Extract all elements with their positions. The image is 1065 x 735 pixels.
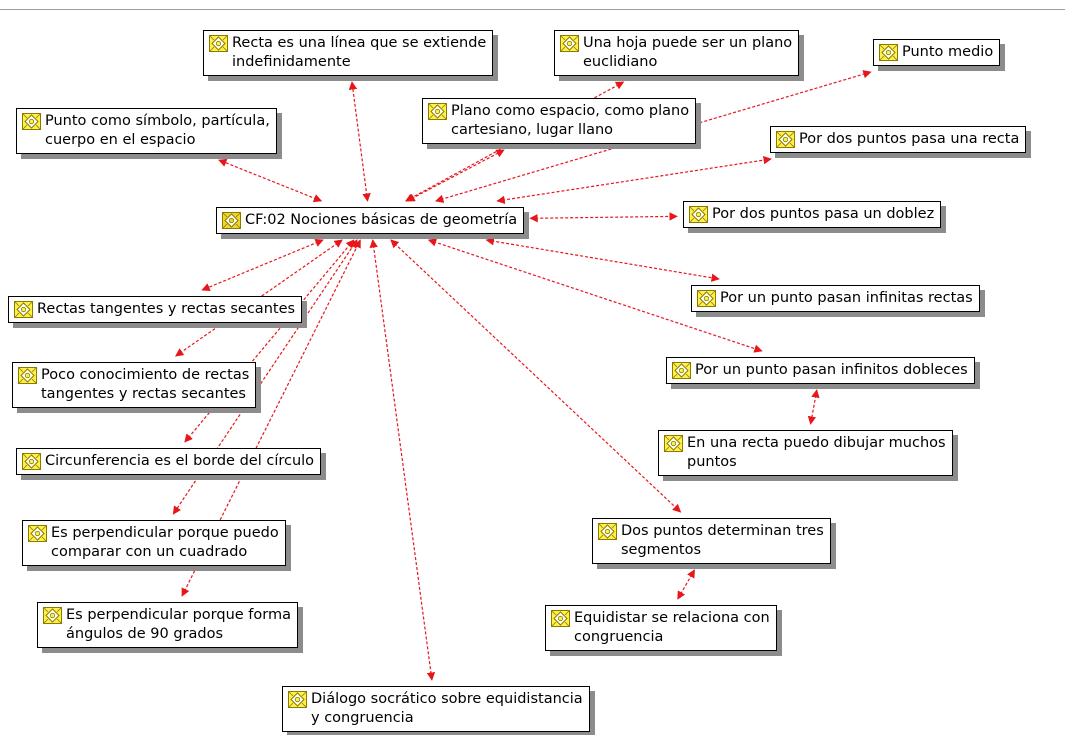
node-label: Recta es una línea que se extiende indef… bbox=[232, 35, 487, 70]
node-label: Rectas tangentes y rectas secantes bbox=[37, 301, 296, 317]
node-label: Una hoja puede ser un plano euclidiano bbox=[583, 35, 793, 70]
node-un-punto-rectas[interactable]: Por un punto pasan infinitas rectas bbox=[691, 285, 980, 312]
node-poco-conocimiento[interactable]: Poco conocimiento de rectas tangentes y … bbox=[12, 362, 257, 408]
center-node[interactable]: CF:02 Nociones básicas de geometría bbox=[216, 207, 525, 234]
link-un-punto-dobleces-recta-puntos bbox=[807, 389, 820, 425]
node-equidistar[interactable]: Equidistar se relaciona con congruencia bbox=[545, 605, 777, 651]
node-label: Por dos puntos pasa una recta bbox=[799, 131, 1020, 147]
code-icon bbox=[560, 35, 579, 52]
code-icon bbox=[288, 691, 307, 708]
node-label: Por dos puntos pasa un doblez bbox=[712, 206, 935, 222]
node-perp-cuadrado[interactable]: Es perpendicular porque puedo comparar c… bbox=[22, 520, 286, 566]
link-center-dialogo bbox=[369, 239, 436, 681]
node-label: Es perpendicular porque forma ángulos de… bbox=[66, 607, 292, 642]
code-icon bbox=[209, 35, 228, 52]
node-label: Punto medio bbox=[902, 44, 994, 60]
code-icon bbox=[43, 607, 62, 624]
link-center-un-punto-rectas bbox=[485, 237, 720, 282]
node-dos-puntos-segmentos[interactable]: Dos puntos determinan tres segmentos bbox=[592, 518, 831, 564]
code-icon bbox=[28, 525, 47, 542]
link-center-plano-espacio bbox=[406, 149, 505, 202]
node-hoja[interactable]: Una hoja puede ser un plano euclidiano bbox=[554, 30, 800, 76]
code-icon bbox=[879, 44, 898, 61]
code-icon bbox=[18, 367, 37, 384]
code-icon bbox=[222, 212, 241, 229]
code-icon bbox=[672, 362, 691, 379]
node-punto-simbolo[interactable]: Punto como símbolo, partícula, cuerpo en… bbox=[16, 108, 277, 154]
code-icon bbox=[664, 435, 683, 452]
node-circunferencia[interactable]: Circunferencia es el borde del círculo bbox=[16, 448, 322, 475]
link-center-punto-simbolo bbox=[218, 158, 323, 203]
node-label: Diálogo socrático sobre equidistancia y … bbox=[311, 691, 583, 726]
link-center-recta bbox=[348, 81, 371, 202]
node-label: Por un punto pasan infinitos dobleces bbox=[695, 362, 968, 378]
node-label: Plano como espacio, como plano cartesian… bbox=[451, 103, 690, 138]
node-dos-puntos-doblez[interactable]: Por dos puntos pasa un doblez bbox=[683, 201, 942, 228]
node-label: En una recta puedo dibujar muchos puntos bbox=[687, 435, 946, 470]
node-recta-puntos[interactable]: En una recta puedo dibujar muchos puntos bbox=[658, 430, 953, 476]
link-center-dos-puntos-doblez bbox=[529, 212, 678, 223]
link-center-dos-puntos-recta bbox=[496, 155, 772, 205]
node-recta[interactable]: Recta es una línea que se extiende indef… bbox=[203, 30, 494, 76]
node-plano-espacio[interactable]: Plano como espacio, como plano cartesian… bbox=[422, 98, 697, 144]
node-label: Es perpendicular porque puedo comparar c… bbox=[51, 525, 279, 560]
node-label: Equidistar se relaciona con congruencia bbox=[574, 610, 770, 645]
code-icon bbox=[697, 290, 716, 307]
code-icon bbox=[428, 103, 447, 120]
code-icon bbox=[22, 453, 41, 470]
code-icon bbox=[776, 131, 795, 148]
link-dos-puntos-segmentos-equidistar bbox=[677, 569, 696, 600]
node-dialogo[interactable]: Diálogo socrático sobre equidistancia y … bbox=[282, 686, 590, 732]
top-divider bbox=[0, 9, 1065, 10]
code-icon bbox=[14, 301, 33, 318]
code-icon bbox=[689, 206, 708, 223]
node-label: Dos puntos determinan tres segmentos bbox=[621, 523, 824, 558]
code-icon bbox=[551, 610, 570, 627]
node-un-punto-dobleces[interactable]: Por un punto pasan infinitos dobleces bbox=[666, 357, 975, 384]
node-label: CF:02 Nociones básicas de geometría bbox=[245, 212, 518, 228]
link-center-dos-puntos-segmentos bbox=[390, 239, 682, 513]
node-label: Por un punto pasan infinitas rectas bbox=[720, 290, 973, 306]
node-tangentes[interactable]: Rectas tangentes y rectas secantes bbox=[8, 296, 303, 323]
node-label: Punto como símbolo, partícula, cuerpo en… bbox=[45, 113, 270, 148]
link-center-circunferencia bbox=[184, 239, 355, 443]
node-perp-90[interactable]: Es perpendicular porque forma ángulos de… bbox=[37, 602, 299, 648]
code-icon bbox=[598, 523, 617, 540]
code-icon bbox=[22, 113, 41, 130]
node-label: Circunferencia es el borde del círculo bbox=[45, 453, 315, 469]
link-center-tangentes bbox=[201, 239, 324, 291]
node-punto-medio[interactable]: Punto medio bbox=[873, 39, 1001, 66]
node-dos-puntos-recta[interactable]: Por dos puntos pasa una recta bbox=[770, 126, 1027, 153]
node-label: Poco conocimiento de rectas tangentes y … bbox=[41, 367, 250, 402]
